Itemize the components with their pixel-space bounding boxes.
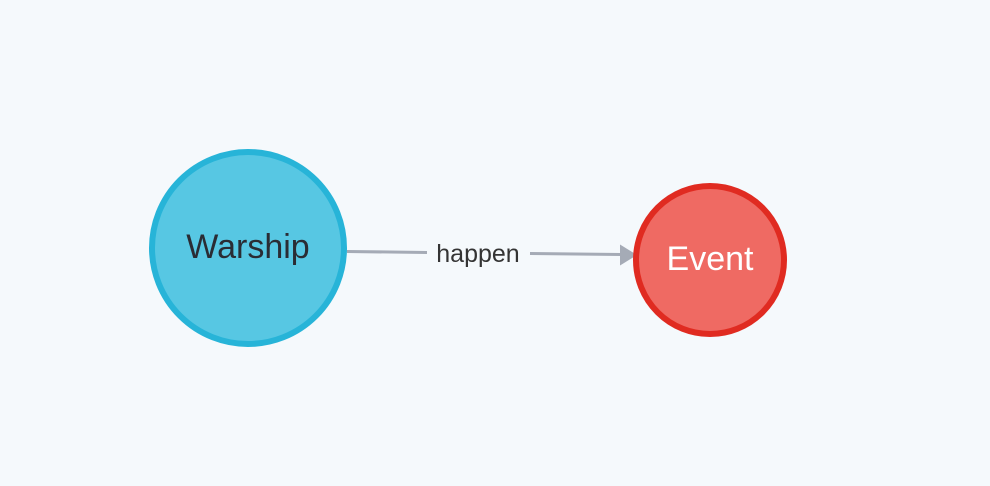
node-label-event: Event xyxy=(666,240,754,278)
graph-node-event[interactable]: Event xyxy=(633,183,787,337)
edge-line-left-segment[interactable] xyxy=(346,250,428,254)
edge-arrowhead-icon xyxy=(620,244,637,266)
edge-line-right-segment[interactable] xyxy=(529,252,622,256)
graph-node-warship[interactable]: Warship xyxy=(149,149,347,347)
edge-label[interactable]: happen xyxy=(436,240,519,268)
node-label-warship: Warship xyxy=(186,228,310,266)
